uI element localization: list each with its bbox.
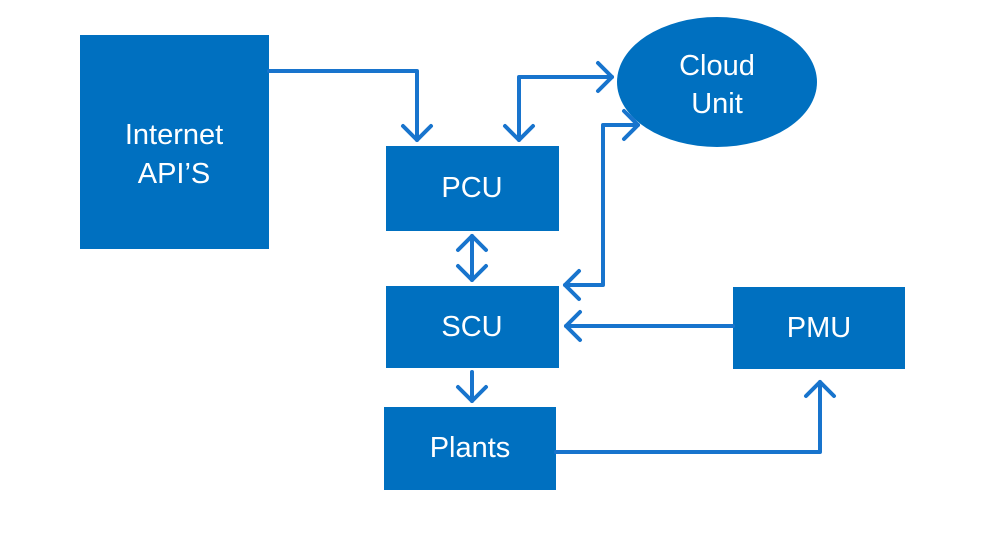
internet-apis-label-line2: API’S xyxy=(138,158,211,190)
pcu-node xyxy=(386,146,559,231)
edge-plants-to-pmu xyxy=(554,380,822,454)
pmu-label: PMU xyxy=(787,312,851,344)
cloud-unit-label-line1: Cloud xyxy=(679,50,755,82)
arrowhead-plants-to-pmu xyxy=(804,380,836,398)
arrowhead-pmu-to-scu xyxy=(564,310,582,342)
edge-scu-cloud xyxy=(563,123,640,287)
edge-pcu-cloud xyxy=(517,75,614,142)
cloud-unit-label-line2: Unit xyxy=(691,88,743,120)
pcu-label: PCU xyxy=(441,172,502,204)
scu-node xyxy=(386,286,559,368)
scu-label: SCU xyxy=(441,311,502,343)
edge-internet-to-pcu xyxy=(267,69,419,142)
pmu-node xyxy=(733,287,905,369)
arrowhead-scu-to-plants xyxy=(456,385,488,403)
cloud-unit-node xyxy=(617,17,817,147)
plants-node xyxy=(384,407,556,490)
arrowhead-scu-cloud-left xyxy=(563,269,581,301)
arrowhead-scu-cloud-right xyxy=(622,109,640,141)
arrowhead-pcu-scu-up xyxy=(456,234,488,252)
internet-apis-node xyxy=(80,35,269,249)
arrowhead-pcu-scu-down xyxy=(456,264,488,282)
arrowhead-pcu-cloud-right xyxy=(596,61,614,93)
arrowhead-pcu-cloud-down xyxy=(503,124,535,142)
arrowhead-internet-to-pcu xyxy=(401,124,433,142)
internet-apis-label-line1: Internet xyxy=(125,119,223,151)
plants-label: Plants xyxy=(430,432,511,464)
